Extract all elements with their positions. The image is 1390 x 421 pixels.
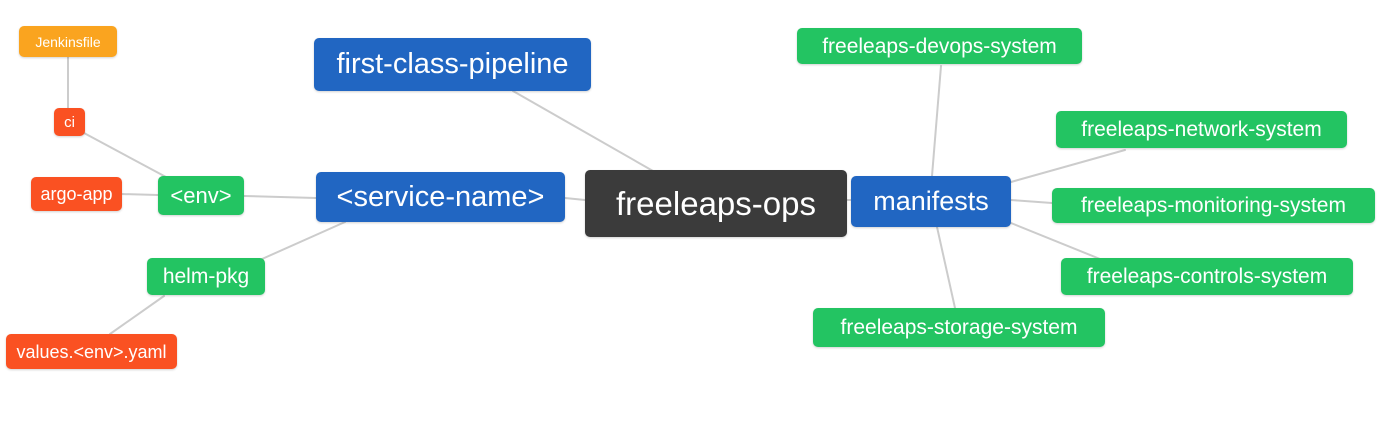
link-manifests-to-freeleaps-storage-system	[936, 226, 956, 309]
node-freeleaps-network-system[interactable]: freeleaps-network-system	[1056, 111, 1347, 148]
link-first-class-pipeline-to-freeleaps-ops	[512, 90, 654, 172]
link-service-name-to-freeleaps-ops	[564, 197, 586, 201]
link-values-env-yaml-to-helm-pkg	[109, 295, 165, 335]
link-helm-pkg-to-service-name	[261, 221, 346, 260]
node-helm-pkg[interactable]: helm-pkg	[147, 258, 265, 295]
link-env-to-service-name	[243, 195, 317, 199]
link-ci-to-env	[83, 132, 167, 178]
node-argo-app[interactable]: argo-app	[31, 177, 122, 211]
node-first-class-pipeline[interactable]: first-class-pipeline	[314, 38, 591, 91]
link-manifests-to-freeleaps-monitoring-system	[1010, 199, 1053, 204]
node-freeleaps-controls-system[interactable]: freeleaps-controls-system	[1061, 258, 1353, 295]
link-argo-app-to-env	[120, 193, 159, 196]
node-freeleaps-storage-system[interactable]: freeleaps-storage-system	[813, 308, 1105, 347]
link-manifests-to-freeleaps-devops-system	[931, 65, 942, 177]
node-ci[interactable]: ci	[54, 108, 85, 136]
node-freeleaps-ops[interactable]: freeleaps-ops	[585, 170, 847, 237]
node-jenkinsfile[interactable]: Jenkinsfile	[19, 26, 117, 57]
node-manifests[interactable]: manifests	[851, 176, 1011, 227]
node-service-name[interactable]: <service-name>	[316, 172, 565, 222]
link-manifests-to-freeleaps-network-system	[1010, 149, 1126, 183]
node-env[interactable]: <env>	[158, 176, 244, 215]
node-freeleaps-monitoring-system[interactable]: freeleaps-monitoring-system	[1052, 188, 1375, 223]
node-freeleaps-devops-system[interactable]: freeleaps-devops-system	[797, 28, 1082, 64]
node-values-env-yaml[interactable]: values.<env>.yaml	[6, 334, 177, 369]
link-manifests-to-freeleaps-controls-system	[1010, 222, 1101, 260]
